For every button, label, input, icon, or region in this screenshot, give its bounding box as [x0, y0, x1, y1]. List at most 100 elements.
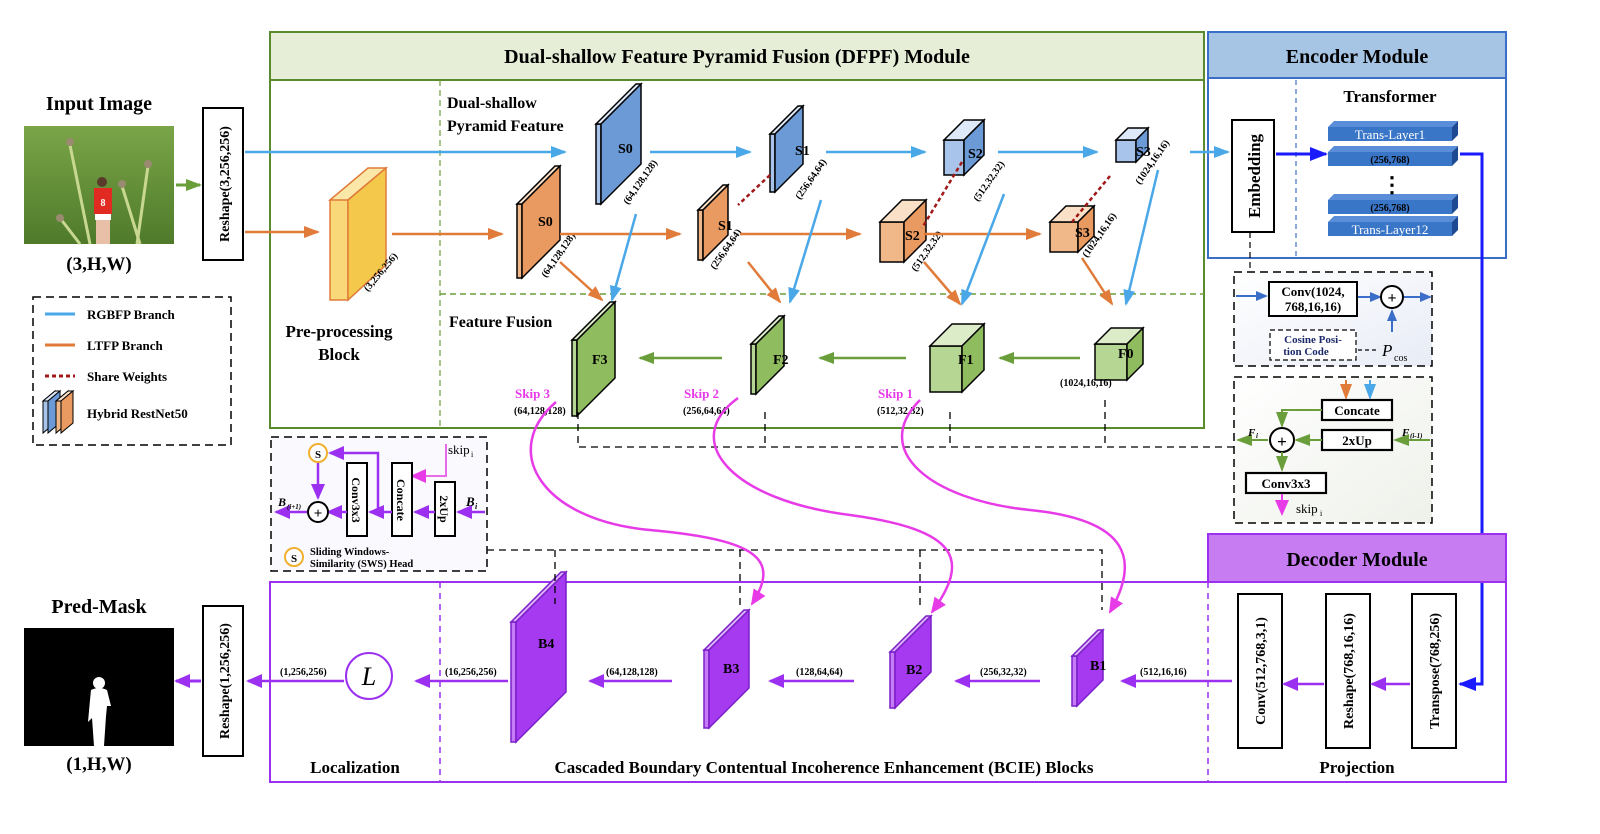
- svg-text:F: F: [1401, 427, 1410, 439]
- fusion-block-F0: [1093, 326, 1145, 382]
- proj-conv-box: [1237, 593, 1283, 749]
- rgb-block-S3: [1114, 126, 1150, 164]
- transformer-layer-label: Trans-Layer1: [1355, 127, 1425, 142]
- bcie-2xup: 2xUp: [437, 495, 451, 523]
- lt-block-S0: [515, 164, 562, 280]
- input-reshape-label: Reshape(3,256,256): [218, 126, 233, 242]
- pcos-symbol: P: [1381, 341, 1392, 360]
- fusion-block-label: F1: [958, 353, 974, 368]
- fusion-concate: Concate: [1334, 403, 1380, 418]
- sws-legend-icon: [284, 547, 304, 567]
- lt-to-fusion-arrow: [923, 261, 962, 306]
- fusion-conv3x3: Conv3x3: [1261, 476, 1311, 491]
- cosine-code-1: Cosine Posi-: [1284, 334, 1342, 346]
- proj-transpose-label: Transpose(768,256): [1428, 613, 1443, 729]
- svg-text:+: +: [1277, 432, 1287, 451]
- fusion-block-F3: [570, 300, 617, 418]
- decoder-block-B3: [702, 608, 751, 730]
- lt-block-S2: [878, 198, 928, 264]
- decoder-header: [1207, 533, 1507, 583]
- rgb-block-label: S3: [1136, 145, 1151, 160]
- input-shape: (3,H,W): [66, 254, 131, 275]
- rgb-to-fusion-arrow: [609, 213, 638, 302]
- encoder-title: Encoder Module: [1286, 46, 1429, 68]
- fusion-label: Feature Fusion: [449, 314, 552, 331]
- svg-text:(i-1): (i-1): [1410, 432, 1422, 440]
- fusion-block-dim: (64,128,128): [514, 406, 566, 417]
- preprocess-label-2: Block: [318, 345, 360, 364]
- decoder-dim-label: (256,32,32): [980, 667, 1027, 678]
- svg-text:i: i: [475, 502, 478, 511]
- input-title: Input Image: [46, 93, 152, 115]
- output-reshape-label: Reshape(1,256,256): [218, 623, 233, 739]
- embed-conv-2: 768,16,16): [1285, 299, 1341, 314]
- input-image: 8: [24, 126, 174, 245]
- decoder-block-B1: [1070, 628, 1105, 708]
- localization-icon: [345, 652, 393, 700]
- fusion-skip-out: skip: [1296, 501, 1318, 516]
- pyramid-label-2: Pyramid Feature: [447, 118, 564, 135]
- rgb-block-label: S0: [618, 142, 633, 157]
- decoder-block-B2: [888, 614, 933, 710]
- embedding-label: Embedding: [1245, 133, 1264, 218]
- bcie-conv3x3: Conv3x3: [349, 477, 363, 522]
- legend-hybrid-icon: [41, 389, 75, 435]
- output-reshape-box: [202, 605, 244, 757]
- fusion-block-label: F2: [773, 353, 789, 368]
- dfpf-title: Dual-shallow Feature Pyramid Fusion (DFP…: [504, 46, 970, 68]
- svg-text:F: F: [1247, 427, 1256, 439]
- skip-label: Skip 3: [515, 386, 551, 401]
- svg-text:S: S: [291, 553, 297, 565]
- legend-hybrid-label: Hybrid RestNet50: [87, 406, 188, 421]
- skip-label: Skip 1: [878, 386, 913, 401]
- legend-rgb-label: RGBFP Branch: [87, 307, 176, 322]
- lt-to-fusion-arrow: [747, 261, 782, 304]
- fusion-block-F1: [928, 322, 986, 394]
- lt-block-label: S1: [718, 219, 733, 234]
- rgb-to-fusion-arrow: [960, 193, 1006, 306]
- embedding-box: [1231, 119, 1275, 233]
- rgb-block-label: S1: [795, 144, 810, 159]
- fusion-block-dim: (1024,16,16): [1060, 378, 1112, 389]
- fusion-block-label: F3: [592, 353, 608, 368]
- rgb-block-label: S2: [968, 147, 983, 162]
- lt-to-fusion-arrow: [559, 261, 604, 302]
- encoder-to-decoder-path: [1458, 152, 1484, 691]
- fusion-block-dim: (512,32,32): [877, 406, 924, 417]
- svg-text:cos: cos: [1394, 353, 1407, 364]
- skip-connection: [529, 401, 766, 606]
- pyramid-label-1: Dual-shallow: [447, 95, 537, 112]
- decoder-dim-label: (64,128,128): [606, 667, 658, 678]
- rgb-block-S0: [594, 82, 643, 206]
- svg-text:8: 8: [101, 198, 106, 209]
- transformer-layer-label: Trans-Layer12: [1352, 222, 1429, 237]
- fusion-block-F2: [749, 314, 786, 396]
- decoder-block-label: B3: [723, 662, 739, 677]
- svg-text:i: i: [1256, 432, 1258, 440]
- legend-lt-label: LTFP Branch: [87, 338, 164, 353]
- embed-conv-1: Conv(1024,: [1281, 284, 1344, 299]
- decoder-block-label: B4: [538, 637, 554, 652]
- share-weights-link: [920, 161, 964, 229]
- proj-conv-label: Conv(512,768,3,1): [1254, 617, 1269, 725]
- decoder-block-label: B2: [906, 663, 922, 678]
- decoder-title: Decoder Module: [1286, 549, 1427, 571]
- lt-block-S1: [696, 183, 730, 262]
- transformer-layer: (256,768): [1328, 194, 1458, 214]
- transformer-layer: Trans-Layer12: [1328, 216, 1458, 237]
- projection-label: Projection: [1319, 758, 1395, 777]
- rgb-to-fusion-arrow: [788, 199, 823, 304]
- lt-to-fusion-arrow: [1080, 257, 1114, 306]
- bcie-concate: Concate: [394, 479, 408, 522]
- bcie-add-icon: [307, 501, 329, 523]
- svg-text:i: i: [1320, 509, 1323, 518]
- sws-label-2: Similarity (SWS) Head: [310, 559, 413, 570]
- fusion-block-dim: (256,64,64): [683, 406, 730, 417]
- share-weights-link: [1071, 175, 1111, 223]
- share-weights-link: [737, 174, 771, 206]
- skip-label: Skip 2: [684, 386, 719, 401]
- output-title: Pred-Mask: [51, 596, 147, 618]
- bcie-skip-in: skip: [448, 442, 470, 457]
- svg-text:(i+1): (i+1): [287, 503, 301, 511]
